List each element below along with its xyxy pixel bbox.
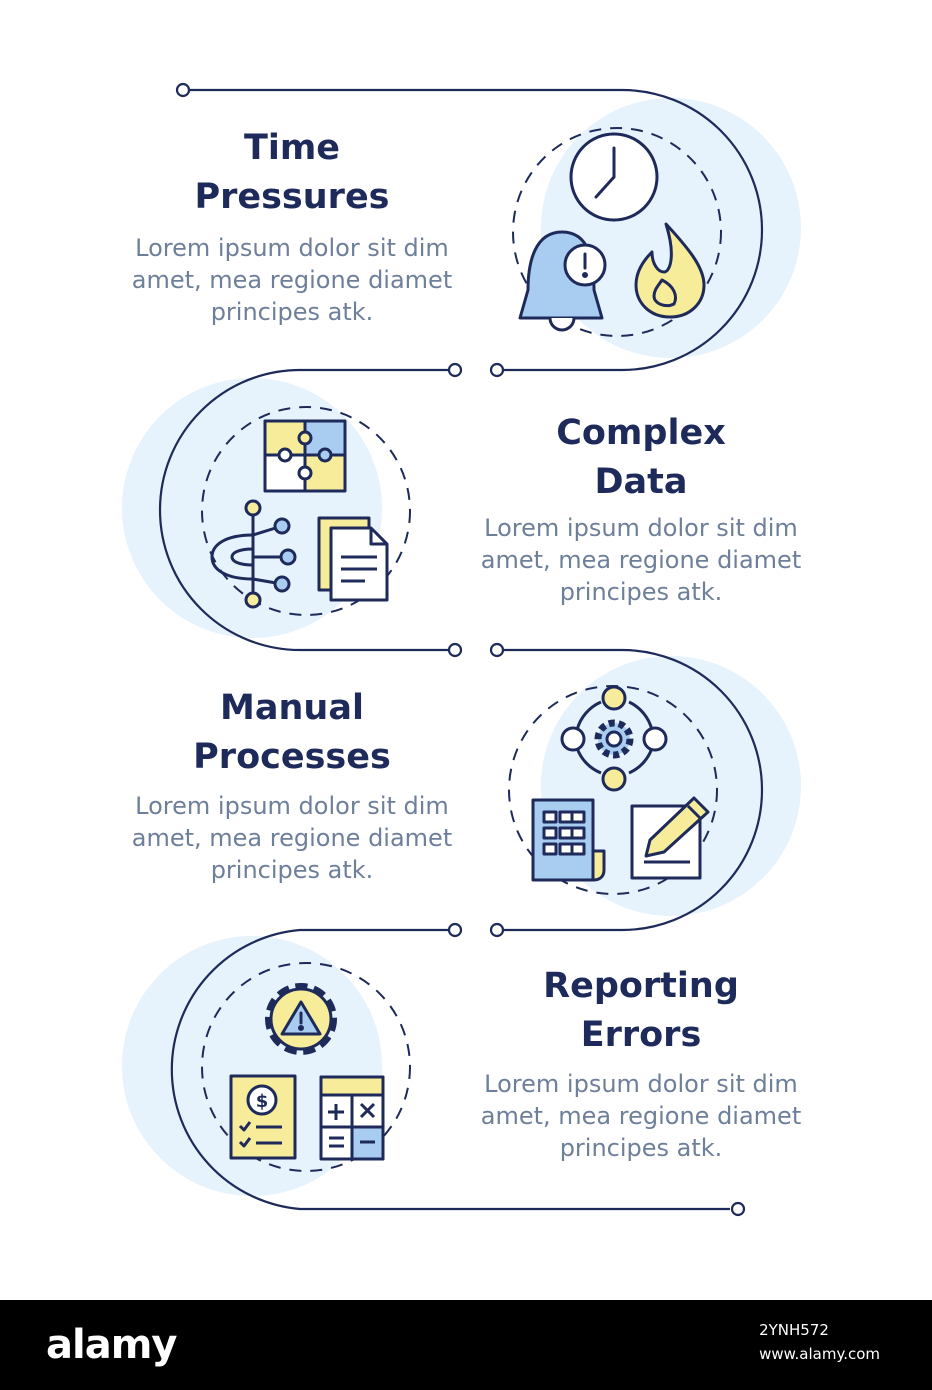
watermark-footer: alamy 2YNH572 www.alamy.com: [0, 1300, 932, 1390]
connector-line: [158, 88, 764, 1211]
bg-circle-3: [541, 656, 801, 916]
image-id: 2YNH572: [759, 1321, 829, 1339]
calculator-icon: [319, 1075, 385, 1161]
invoice-icon: $: [229, 1074, 297, 1160]
alarm-bell-icon: [518, 230, 607, 332]
documents-icon: [317, 516, 389, 602]
puzzle-icon: [263, 419, 347, 493]
spreadsheet-icon: [531, 798, 606, 882]
fire-icon: [634, 222, 706, 319]
brand-logo: alamy: [46, 1322, 177, 1368]
data-flow-icon: [210, 499, 297, 609]
clock-icon: [569, 132, 659, 222]
svg-text:$: $: [256, 1091, 269, 1112]
connector-nodes: [175, 82, 746, 1217]
edit-document-icon: [630, 796, 710, 880]
site-url: www.alamy.com: [759, 1345, 880, 1363]
process-cycle-icon: [560, 685, 668, 792]
warning-gear-icon: [265, 983, 337, 1055]
infographic-art: $: [122, 82, 801, 1217]
image-credit: 2YNH572 www.alamy.com: [759, 1318, 880, 1366]
